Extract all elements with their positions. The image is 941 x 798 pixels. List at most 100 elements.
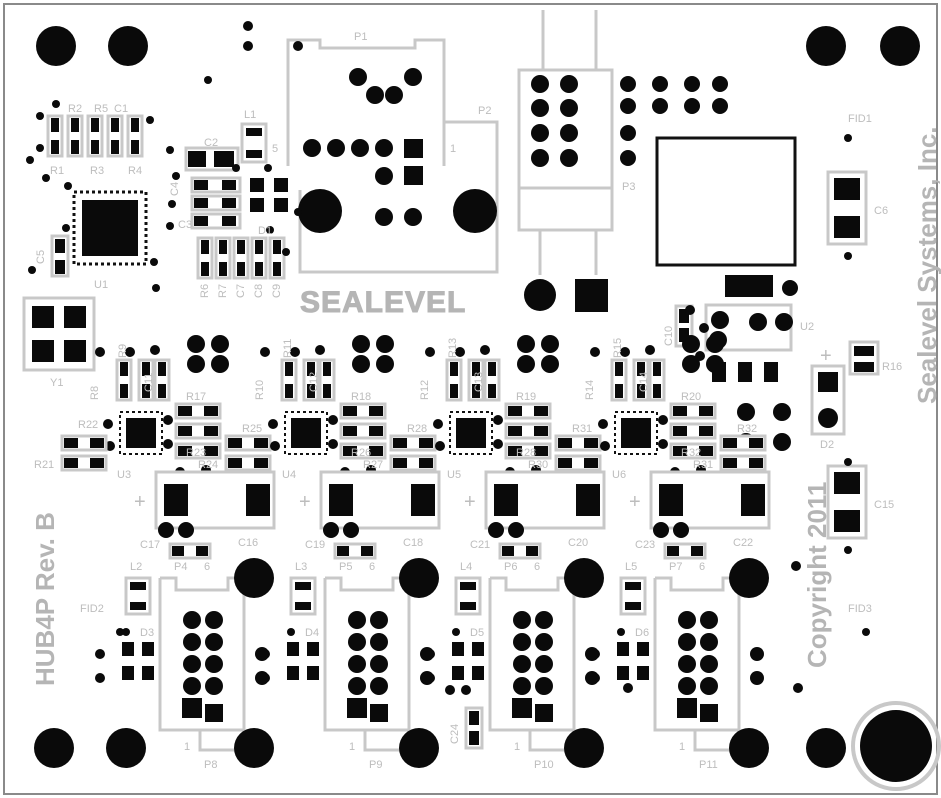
label-d3: D3	[140, 627, 154, 639]
label-c15: C15	[874, 499, 894, 511]
label-d5: D5	[470, 627, 484, 639]
label-c20: C20	[568, 537, 588, 549]
label-p8: P8	[204, 759, 217, 771]
label-r6: R6	[199, 284, 211, 298]
label-pin-one: 1	[184, 741, 190, 753]
label-c1: C1	[114, 103, 128, 115]
label-fid3: FID3	[848, 603, 872, 615]
ic-outline	[655, 136, 797, 267]
label-p1: P1	[354, 31, 367, 43]
label-six: 6	[204, 561, 210, 573]
channel-2: +	[260, 335, 441, 768]
silk-labels: P1 P2 P3 5 1 R2 R5 C1 R1 R3 R4 L1 C2 C3 …	[35, 31, 902, 615]
label-c14: C14	[638, 372, 650, 392]
label-d4: D4	[305, 627, 319, 639]
label-r25: R25	[242, 423, 262, 435]
label-u6: U6	[612, 469, 626, 481]
connector-p3	[517, 10, 728, 312]
label-r30: R30	[528, 459, 548, 471]
label-plus-d2: +	[820, 345, 832, 367]
label-p2: P2	[478, 105, 491, 117]
mounting-holes	[34, 26, 941, 791]
label-p5: P5	[339, 561, 352, 573]
label-r18: R18	[351, 391, 371, 403]
label-r15: R15	[612, 338, 624, 358]
label-pin-one: 1	[679, 741, 685, 753]
resistor-array-top-left	[46, 114, 144, 158]
label-c11: C11	[143, 373, 155, 392]
label-r24: R24	[198, 459, 218, 471]
plus-mark: +	[299, 491, 311, 513]
label-r3: R3	[90, 165, 104, 177]
label-pin5: 5	[272, 143, 278, 155]
channel-4: +	[590, 335, 771, 768]
label-c10: C10	[663, 326, 675, 346]
label-c3: C3	[178, 219, 192, 231]
label-r7: R7	[217, 284, 229, 298]
label-c6: C6	[874, 205, 888, 217]
label-r9: R9	[117, 344, 129, 358]
label-c13: C13	[473, 372, 485, 392]
label-pin1: 1	[450, 143, 456, 155]
label-c4: C4	[169, 182, 181, 196]
label-r2: R2	[68, 103, 82, 115]
label-c5: C5	[35, 250, 47, 264]
label-c8: C8	[253, 284, 265, 298]
label-r1: R1	[50, 165, 64, 177]
logo-text: SEALEVEL	[300, 286, 466, 319]
label-r27: R27	[363, 459, 383, 471]
label-p7: P7	[669, 561, 682, 573]
plus-mark: +	[464, 491, 476, 513]
capacitor-c15	[826, 464, 868, 540]
label-p11: P11	[699, 759, 718, 771]
label-l5: L5	[625, 561, 637, 573]
label-p4: P4	[174, 561, 187, 573]
label-c7: C7	[235, 284, 247, 298]
label-l4: L4	[460, 561, 472, 573]
label-l1: L1	[244, 109, 256, 121]
label-r19: R19	[516, 391, 536, 403]
chip-u1	[72, 190, 148, 266]
label-r23: R23	[186, 447, 206, 459]
label-r31: R31	[572, 423, 592, 435]
label-fid2: FID2	[80, 603, 104, 615]
label-c19: C19	[305, 539, 325, 551]
vias	[26, 21, 870, 695]
label-d2: D2	[820, 439, 834, 451]
label-c18: C18	[403, 537, 423, 549]
label-c16: C16	[238, 537, 258, 549]
model-text: HUB4P Rev. B	[30, 512, 60, 686]
label-r17: R17	[186, 391, 206, 403]
capacitor-c6	[826, 170, 868, 246]
label-c12: C12	[308, 372, 320, 392]
label-r21: R21	[34, 459, 54, 471]
label-l2: L2	[130, 561, 142, 573]
label-r16: R16	[882, 361, 902, 373]
label-u2: U2	[800, 321, 814, 333]
label-pin-one: 1	[514, 741, 520, 753]
label-r13: R13	[447, 338, 459, 358]
label-c17: C17	[140, 539, 160, 551]
channel-3: +	[425, 335, 606, 768]
label-r14: R14	[584, 380, 596, 400]
label-p9: P9	[369, 759, 382, 771]
label-c9: C9	[271, 284, 283, 298]
plus-mark: +	[629, 491, 641, 513]
channel-1: +	[95, 335, 276, 768]
label-r32: R32	[737, 423, 757, 435]
label-r11: R11	[282, 339, 294, 358]
label-pin-one: 1	[349, 741, 355, 753]
label-r28: R28	[407, 423, 427, 435]
label-p6: P6	[504, 561, 517, 573]
label-u5: U5	[447, 469, 461, 481]
plus-mark: +	[134, 491, 146, 513]
label-fid1: FID1	[848, 113, 872, 125]
label-r4: R4	[128, 165, 142, 177]
label-r8: R8	[89, 386, 101, 400]
label-p10: P10	[534, 759, 554, 771]
label-r22: R22	[78, 419, 98, 431]
label-six: 6	[699, 561, 705, 573]
label-r28: R28	[516, 447, 536, 459]
